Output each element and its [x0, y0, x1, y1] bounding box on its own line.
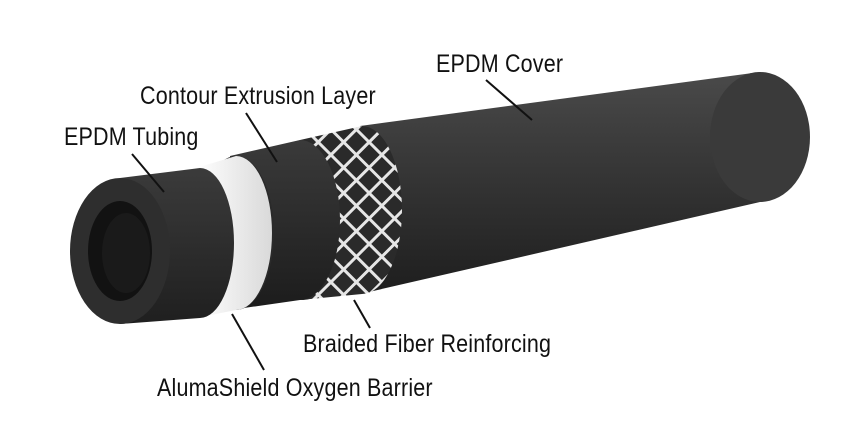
leader-line-alumashield: [231, 313, 265, 371]
leader-line-epdm-tubing: [131, 153, 165, 193]
leader-lines: [131, 79, 533, 371]
label-epdm-tubing: EPDM Tubing: [64, 123, 199, 151]
epdm-tubing-layer: [70, 168, 234, 324]
leader-line-epdm-cover: [485, 79, 533, 121]
label-epdm-cover: EPDM Cover: [436, 50, 564, 78]
leader-line-braided-fiber: [353, 299, 371, 329]
label-contour-extrusion-layer: Contour Extrusion Layer: [140, 82, 376, 110]
epdm-cover-layer: [360, 72, 810, 294]
leader-line-contour-extrusion: [245, 112, 278, 163]
label-braided-fiber-reinforcing: Braided Fiber Reinforcing: [303, 330, 552, 358]
label-alumashield-oxygen-barrier: AlumaShield Oxygen Barrier: [157, 374, 433, 402]
